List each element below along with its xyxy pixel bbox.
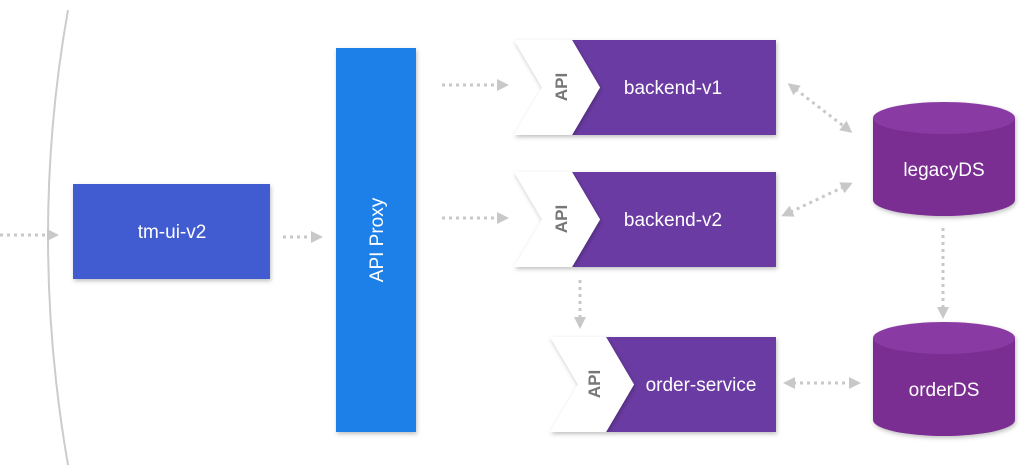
api-proxy-node: API Proxy <box>336 48 416 432</box>
backend-v1-api-label: API <box>552 73 571 101</box>
order-service-node: API order-service <box>550 337 776 432</box>
legacyds-node: legacyDS <box>873 102 1015 216</box>
arrow-backend-v1-legacyds <box>787 83 853 133</box>
backend-v1-node: API backend-v1 <box>514 40 776 135</box>
connectors <box>0 79 949 389</box>
arrow-backend-v2-legacyds <box>781 182 853 217</box>
backend-v2-api-label: API <box>552 205 571 233</box>
backend-v1-label: backend-v1 <box>624 78 722 99</box>
backend-v2-label: backend-v2 <box>624 210 722 231</box>
ui-node: tm-ui-v2 <box>73 184 270 279</box>
api-proxy-label: API Proxy <box>367 197 388 282</box>
backend-v2-node: API backend-v2 <box>514 172 776 267</box>
boundary-curve <box>47 9 69 466</box>
ui-node-label: tm-ui-v2 <box>138 222 207 243</box>
legacyds-label: legacyDS <box>903 160 984 181</box>
orderds-label: orderDS <box>909 380 980 401</box>
order-service-api-label: API <box>585 370 604 398</box>
order-service-label: order-service <box>646 375 757 396</box>
orderds-node: orderDS <box>873 322 1015 436</box>
